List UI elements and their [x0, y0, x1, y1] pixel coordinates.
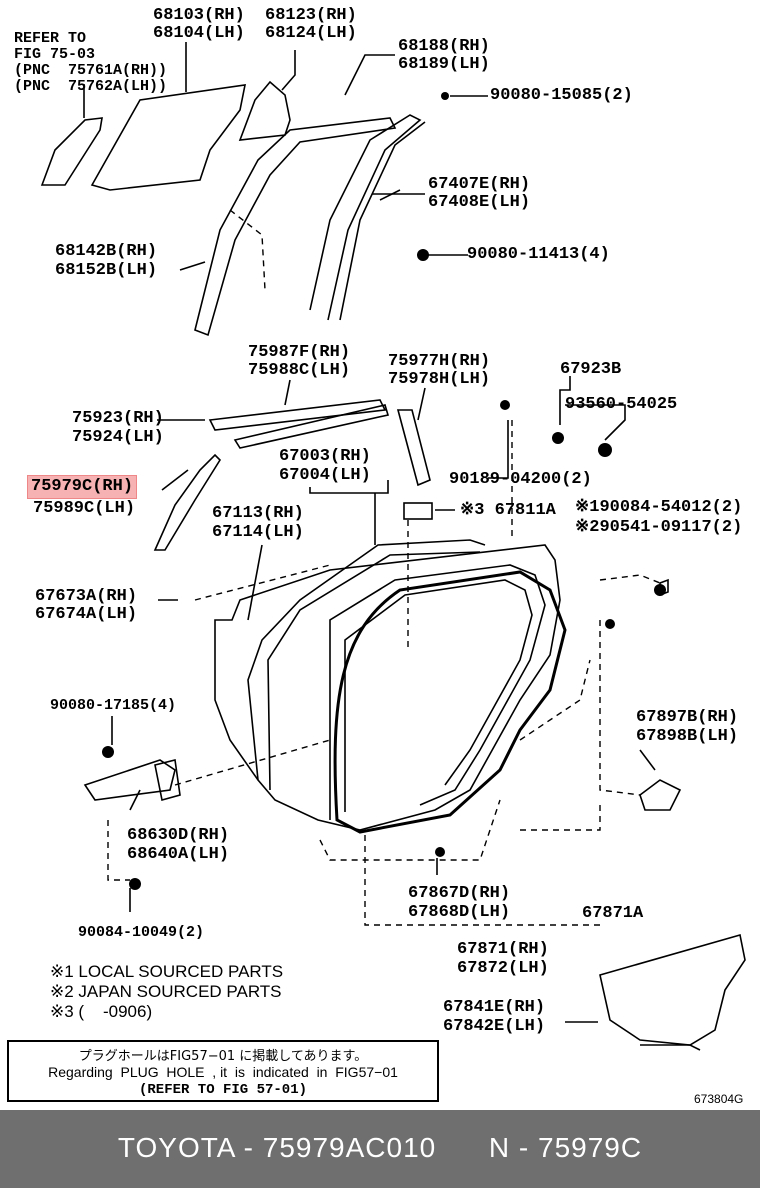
plug-hole-note: プラグホールはFIG57−01 に掲載してあります。 Regarding PLU… — [7, 1040, 439, 1102]
plug-hole-jp: プラグホールはFIG57−01 に掲載してあります。 — [78, 1049, 368, 1064]
label-67842[interactable]: 67842E(LH) — [443, 1017, 546, 1036]
label-68152[interactable]: 68152B(LH) — [55, 261, 158, 280]
parts-diagram — [40, 42, 746, 1051]
label-68104[interactable]: 68104(LH) — [153, 24, 245, 43]
footer-part-number: TOYOTA - 75979AC010 N - 75979C — [117, 1132, 643, 1163]
label-67867[interactable]: 67867D(RH) — [408, 884, 511, 903]
label-68124[interactable]: 68124(LH) — [265, 24, 357, 43]
label-90189[interactable]: 90189-04200(2) — [449, 470, 592, 489]
label-75977[interactable]: 75977H(RH) — [388, 352, 491, 371]
label-75987[interactable]: 75987F(RH) — [248, 343, 351, 362]
label-67004[interactable]: 67004(LH) — [279, 466, 371, 485]
plug-hole-ref[interactable]: (REFER TO FIG 57-01) — [138, 1082, 308, 1098]
label-290541[interactable]: ※290541-09117(2) — [575, 518, 743, 537]
note-date-range: ※3 ( -0906) — [50, 1002, 153, 1021]
label-67407[interactable]: 67407E(RH) — [428, 175, 531, 194]
note-japan-sourced: ※2 JAPAN SOURCED PARTS — [50, 982, 282, 1001]
label-67898[interactable]: 67898B(LH) — [636, 727, 739, 746]
label-67113[interactable]: 67113(RH) — [212, 504, 304, 523]
label-68630[interactable]: 68630D(RH) — [127, 826, 230, 845]
label-67897[interactable]: 67897B(RH) — [636, 708, 739, 727]
label-75989[interactable]: 75989C(LH) — [33, 499, 136, 518]
label-90080-17185[interactable]: 90080-17185(4) — [50, 697, 177, 714]
label-75924[interactable]: 75924(LH) — [72, 428, 164, 447]
label-93560[interactable]: 93560-54025 — [565, 395, 678, 414]
label-67923[interactable]: 67923B — [560, 360, 622, 379]
label-90080-11413[interactable]: 90080-11413(4) — [467, 245, 610, 264]
label-75923[interactable]: 75923(RH) — [72, 409, 164, 428]
label-67868[interactable]: 67868D(LH) — [408, 903, 511, 922]
label-67408[interactable]: 67408E(LH) — [428, 193, 531, 212]
label-90084[interactable]: 90084-10049(2) — [78, 924, 205, 941]
label-75978[interactable]: 75978H(LH) — [388, 370, 491, 389]
figure-code: 673804G — [694, 1092, 744, 1106]
label-90080-15085[interactable]: 90080-15085(2) — [490, 86, 633, 105]
label-75979-highlighted[interactable]: 75979C(RH) — [26, 475, 138, 499]
label-67871a[interactable]: 67871A — [582, 904, 644, 923]
refer-line-1: REFER TO — [14, 30, 87, 47]
label-68103[interactable]: 68103(RH) — [153, 6, 245, 25]
refer-line-3: (PNC 75761A(RH)) — [14, 62, 168, 79]
label-68640[interactable]: 68640A(LH) — [127, 845, 230, 864]
label-67673[interactable]: 67673A(RH) — [35, 587, 138, 606]
label-67003[interactable]: 67003(RH) — [279, 447, 371, 466]
label-68142[interactable]: 68142B(RH) — [55, 242, 158, 261]
label-67841[interactable]: 67841E(RH) — [443, 998, 546, 1017]
label-67811[interactable]: ※3 67811A — [460, 501, 556, 520]
plug-hole-en: Regarding PLUG HOLE , it is indicated in… — [48, 1064, 398, 1080]
label-75988[interactable]: 75988C(LH) — [248, 361, 351, 380]
note-local-sourced: ※1 LOCAL SOURCED PARTS — [50, 962, 284, 981]
refer-line-2: FIG 75-03 — [14, 46, 96, 63]
label-67114[interactable]: 67114(LH) — [212, 523, 304, 542]
label-68123[interactable]: 68123(RH) — [265, 6, 357, 25]
label-67674[interactable]: 67674A(LH) — [35, 605, 138, 624]
footer-bar: TOYOTA - 75979AC010 N - 75979C — [0, 1110, 760, 1188]
label-67871[interactable]: 67871(RH) — [457, 940, 549, 959]
label-68188[interactable]: 68188(RH) — [398, 37, 490, 56]
label-68189[interactable]: 68189(LH) — [398, 55, 490, 74]
refer-line-4: (PNC 75762A(LH)) — [14, 78, 168, 95]
label-67872[interactable]: 67872(LH) — [457, 959, 549, 978]
label-190084[interactable]: ※190084-54012(2) — [575, 498, 743, 517]
